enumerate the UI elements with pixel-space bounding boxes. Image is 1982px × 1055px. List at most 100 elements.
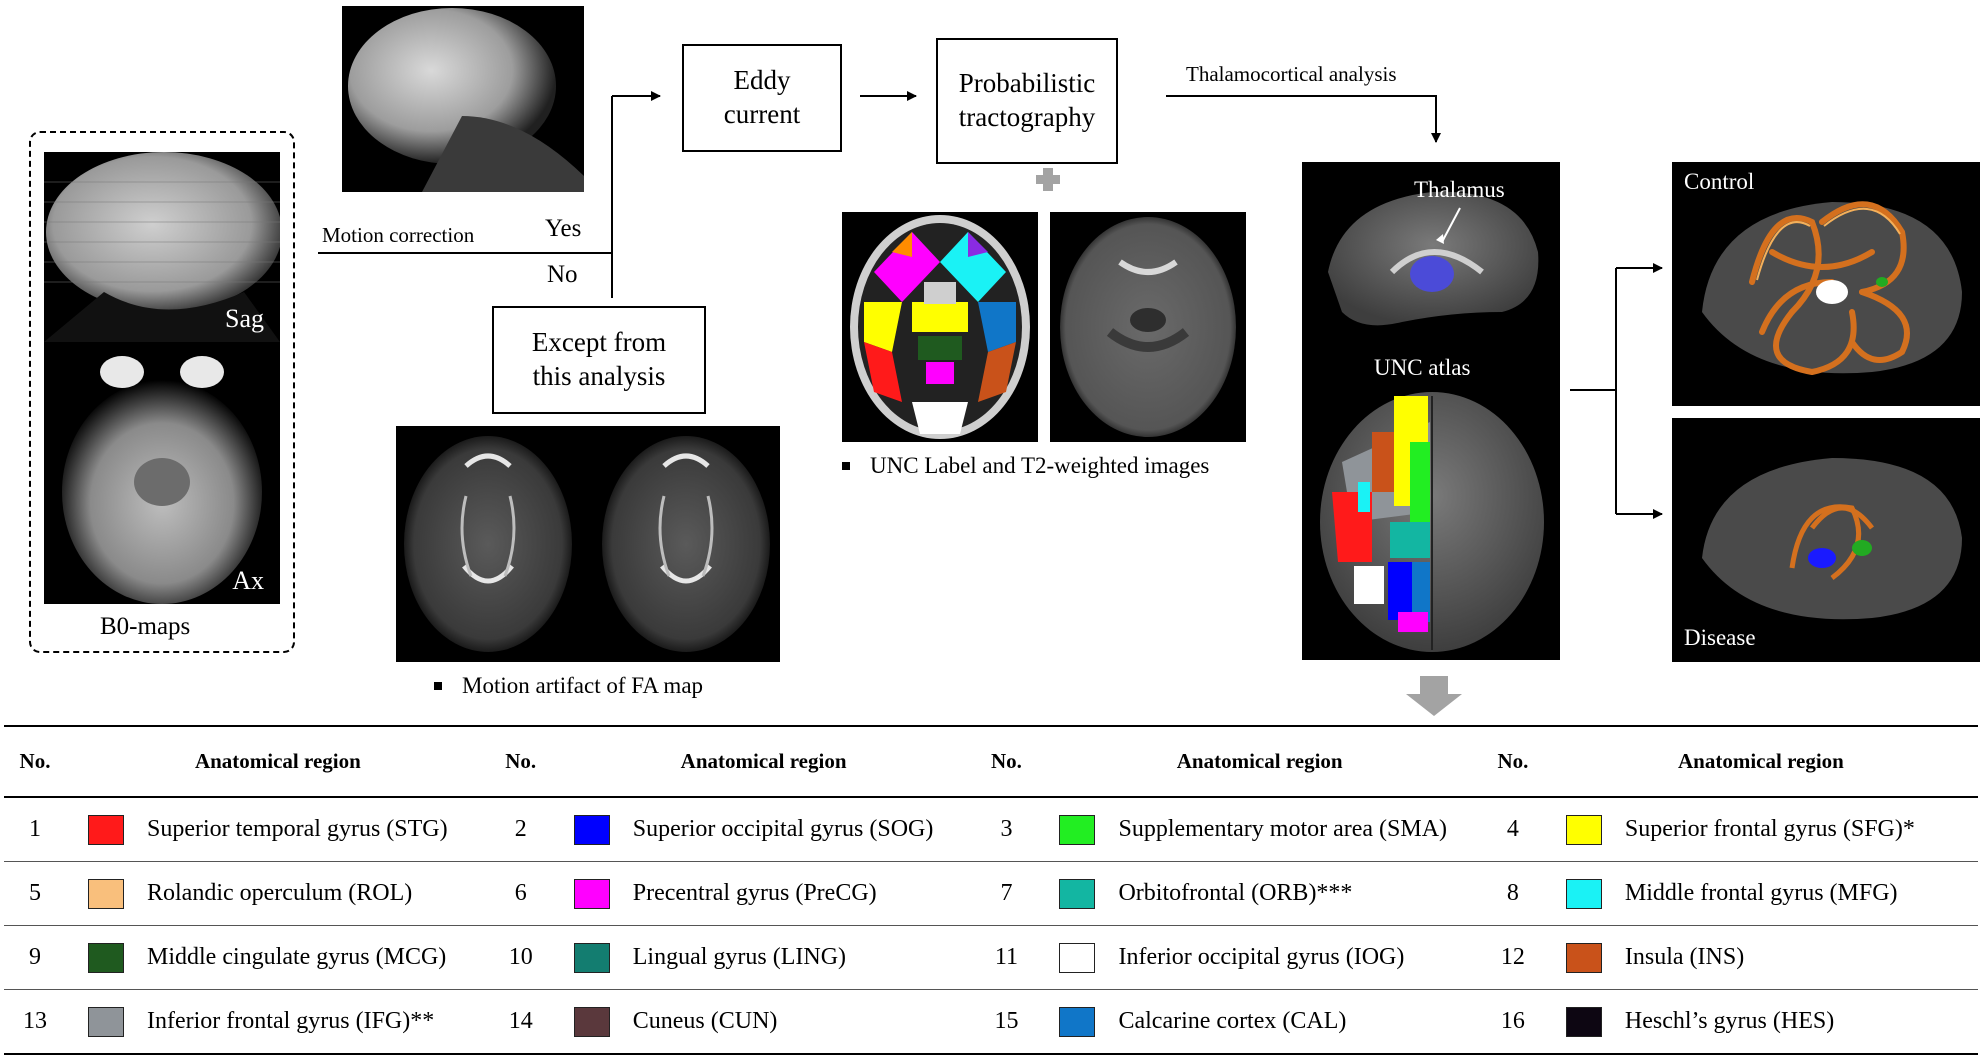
legend-row: 1 Superior temporal gyrus (STG) 2 Superior … [4,797,1978,862]
region-swatch-cell [1037,990,1117,1055]
disease-image: Disease [1672,418,1980,662]
header-no: No. [1497,749,1529,773]
arrow-to-atlas [1166,95,1441,143]
region-name: Lingual gyrus (LING) [632,944,847,970]
header-region: Anatomical region [680,749,847,773]
region-color-swatch [1565,814,1602,845]
atlas-panel: Thalamus UNC atlas [1302,162,1560,660]
b0-sag-label: Sag [225,304,264,333]
region-name: Middle cingulate gyrus (MCG) [147,944,447,970]
unc-caption-text: UNC Label and T2-weighted images [870,453,1210,478]
b0-frame [29,131,295,653]
legend-row: 9 Middle cingulate gyrus (MCG) 10 Lingual g… [4,926,1978,990]
region-swatch-cell [66,926,146,990]
region-swatch-cell [66,990,146,1055]
bullet-icon [842,461,850,470]
motion-correction-label: Motion correction [322,223,475,247]
header-no: No. [991,749,1022,773]
region-name: Rolandic operculum (ROL) [147,880,413,906]
region-number: 4 [1506,816,1519,842]
region-color-swatch [88,1006,124,1037]
region-legend-table: No. Anatomical region No. Anatomical reg… [4,725,1978,1055]
t2-weighted-image [1050,212,1246,442]
control-image: Control [1672,162,1980,406]
region-swatch-cell [1544,862,1624,926]
region-swatch-cell [1544,926,1624,990]
thalamus-label: Thalamus [1414,177,1505,202]
region-color-swatch [88,942,124,973]
region-number: 9 [29,944,41,970]
region-number: 10 [508,944,533,970]
motion-sag-image [342,6,584,192]
region-color-swatch [573,942,610,973]
legend-header-row: No. Anatomical region No. Anatomical reg… [4,726,1978,797]
region-name: Supplementary motor area (SMA) [1118,816,1448,842]
b0-ax-label: Ax [232,566,264,595]
region-color-swatch [1565,878,1602,909]
region-name: Superior temporal gyrus (STG) [147,816,448,842]
region-name: Orbitofrontal (ORB)*** [1118,880,1353,906]
region-name: Precentral gyrus (PreCG) [632,880,877,906]
region-number: 2 [514,816,527,842]
region-swatch-cell [552,990,632,1055]
region-number: 5 [29,880,41,906]
region-swatch-cell [552,926,632,990]
region-number: 14 [508,1008,533,1034]
header-region: Anatomical region [1176,749,1343,773]
no-label: No [547,261,578,288]
region-color-swatch [573,878,610,909]
fa-caption-text: Motion artifact of FA map [462,673,704,698]
region-number: 16 [1500,1008,1525,1034]
region-color-swatch [1059,942,1096,973]
eddy-current-box: Eddy current [682,44,842,152]
region-name: Middle frontal gyrus (MFG) [1624,880,1898,906]
header-no: No. [505,749,537,773]
eddy-current-text: Eddy current [723,65,801,129]
except-analysis-box: Except from this analysis [492,306,706,414]
region-swatch-cell [66,862,146,926]
b0-axial-image: Ax [44,342,280,604]
region-color-swatch [1059,814,1096,845]
region-swatch-cell [1544,797,1624,862]
region-number: 11 [994,944,1019,970]
region-number: 7 [1000,880,1013,906]
region-number: 1 [29,816,41,842]
unc-label-image [842,212,1038,442]
probabilistic-tractography-text: Probabilistic tractography [958,68,1096,132]
region-number: 3 [1000,816,1013,842]
except-analysis-text: Except from this analysis [531,327,667,391]
b0-sagittal-image: Sag [44,152,280,342]
fa-caption: Motion artifact of FA map [434,674,703,697]
unc-caption: UNC Label and T2-weighted images [842,454,1209,477]
region-color-swatch [1565,1006,1602,1037]
region-name: Superior frontal gyrus (SFG)* [1624,816,1915,842]
region-swatch-cell [66,797,146,862]
region-swatch-cell [1037,862,1117,926]
region-name: Inferior occipital gyrus (IOG) [1118,944,1405,970]
header-region: Anatomical region [194,749,361,773]
header-no: No. [19,749,51,773]
fa-map-image [396,426,780,662]
region-swatch-cell [552,797,632,862]
control-label: Control [1684,169,1755,194]
unc-atlas-label: UNC atlas [1374,355,1471,380]
b0-caption: B0-maps [100,613,191,640]
down-arrow-icon [1406,676,1462,716]
region-name: Cuneus (CUN) [632,1008,778,1034]
region-color-swatch [88,878,124,909]
region-color-swatch [88,814,124,845]
thalamocortical-label: Thalamocortical analysis [1186,62,1397,86]
region-swatch-cell [1544,990,1624,1055]
region-number: 13 [23,1008,47,1034]
yes-label: Yes [545,215,582,242]
header-region: Anatomical region [1678,749,1844,773]
probabilistic-tractography-box: Probabilistic tractography [936,38,1118,164]
region-color-swatch [573,1006,610,1037]
region-swatch-cell [552,862,632,926]
region-color-swatch [573,814,610,845]
region-name: Insula (INS) [1624,944,1745,970]
region-number: 8 [1506,880,1519,906]
region-name: Heschl’s gyrus (HES) [1624,1008,1835,1034]
